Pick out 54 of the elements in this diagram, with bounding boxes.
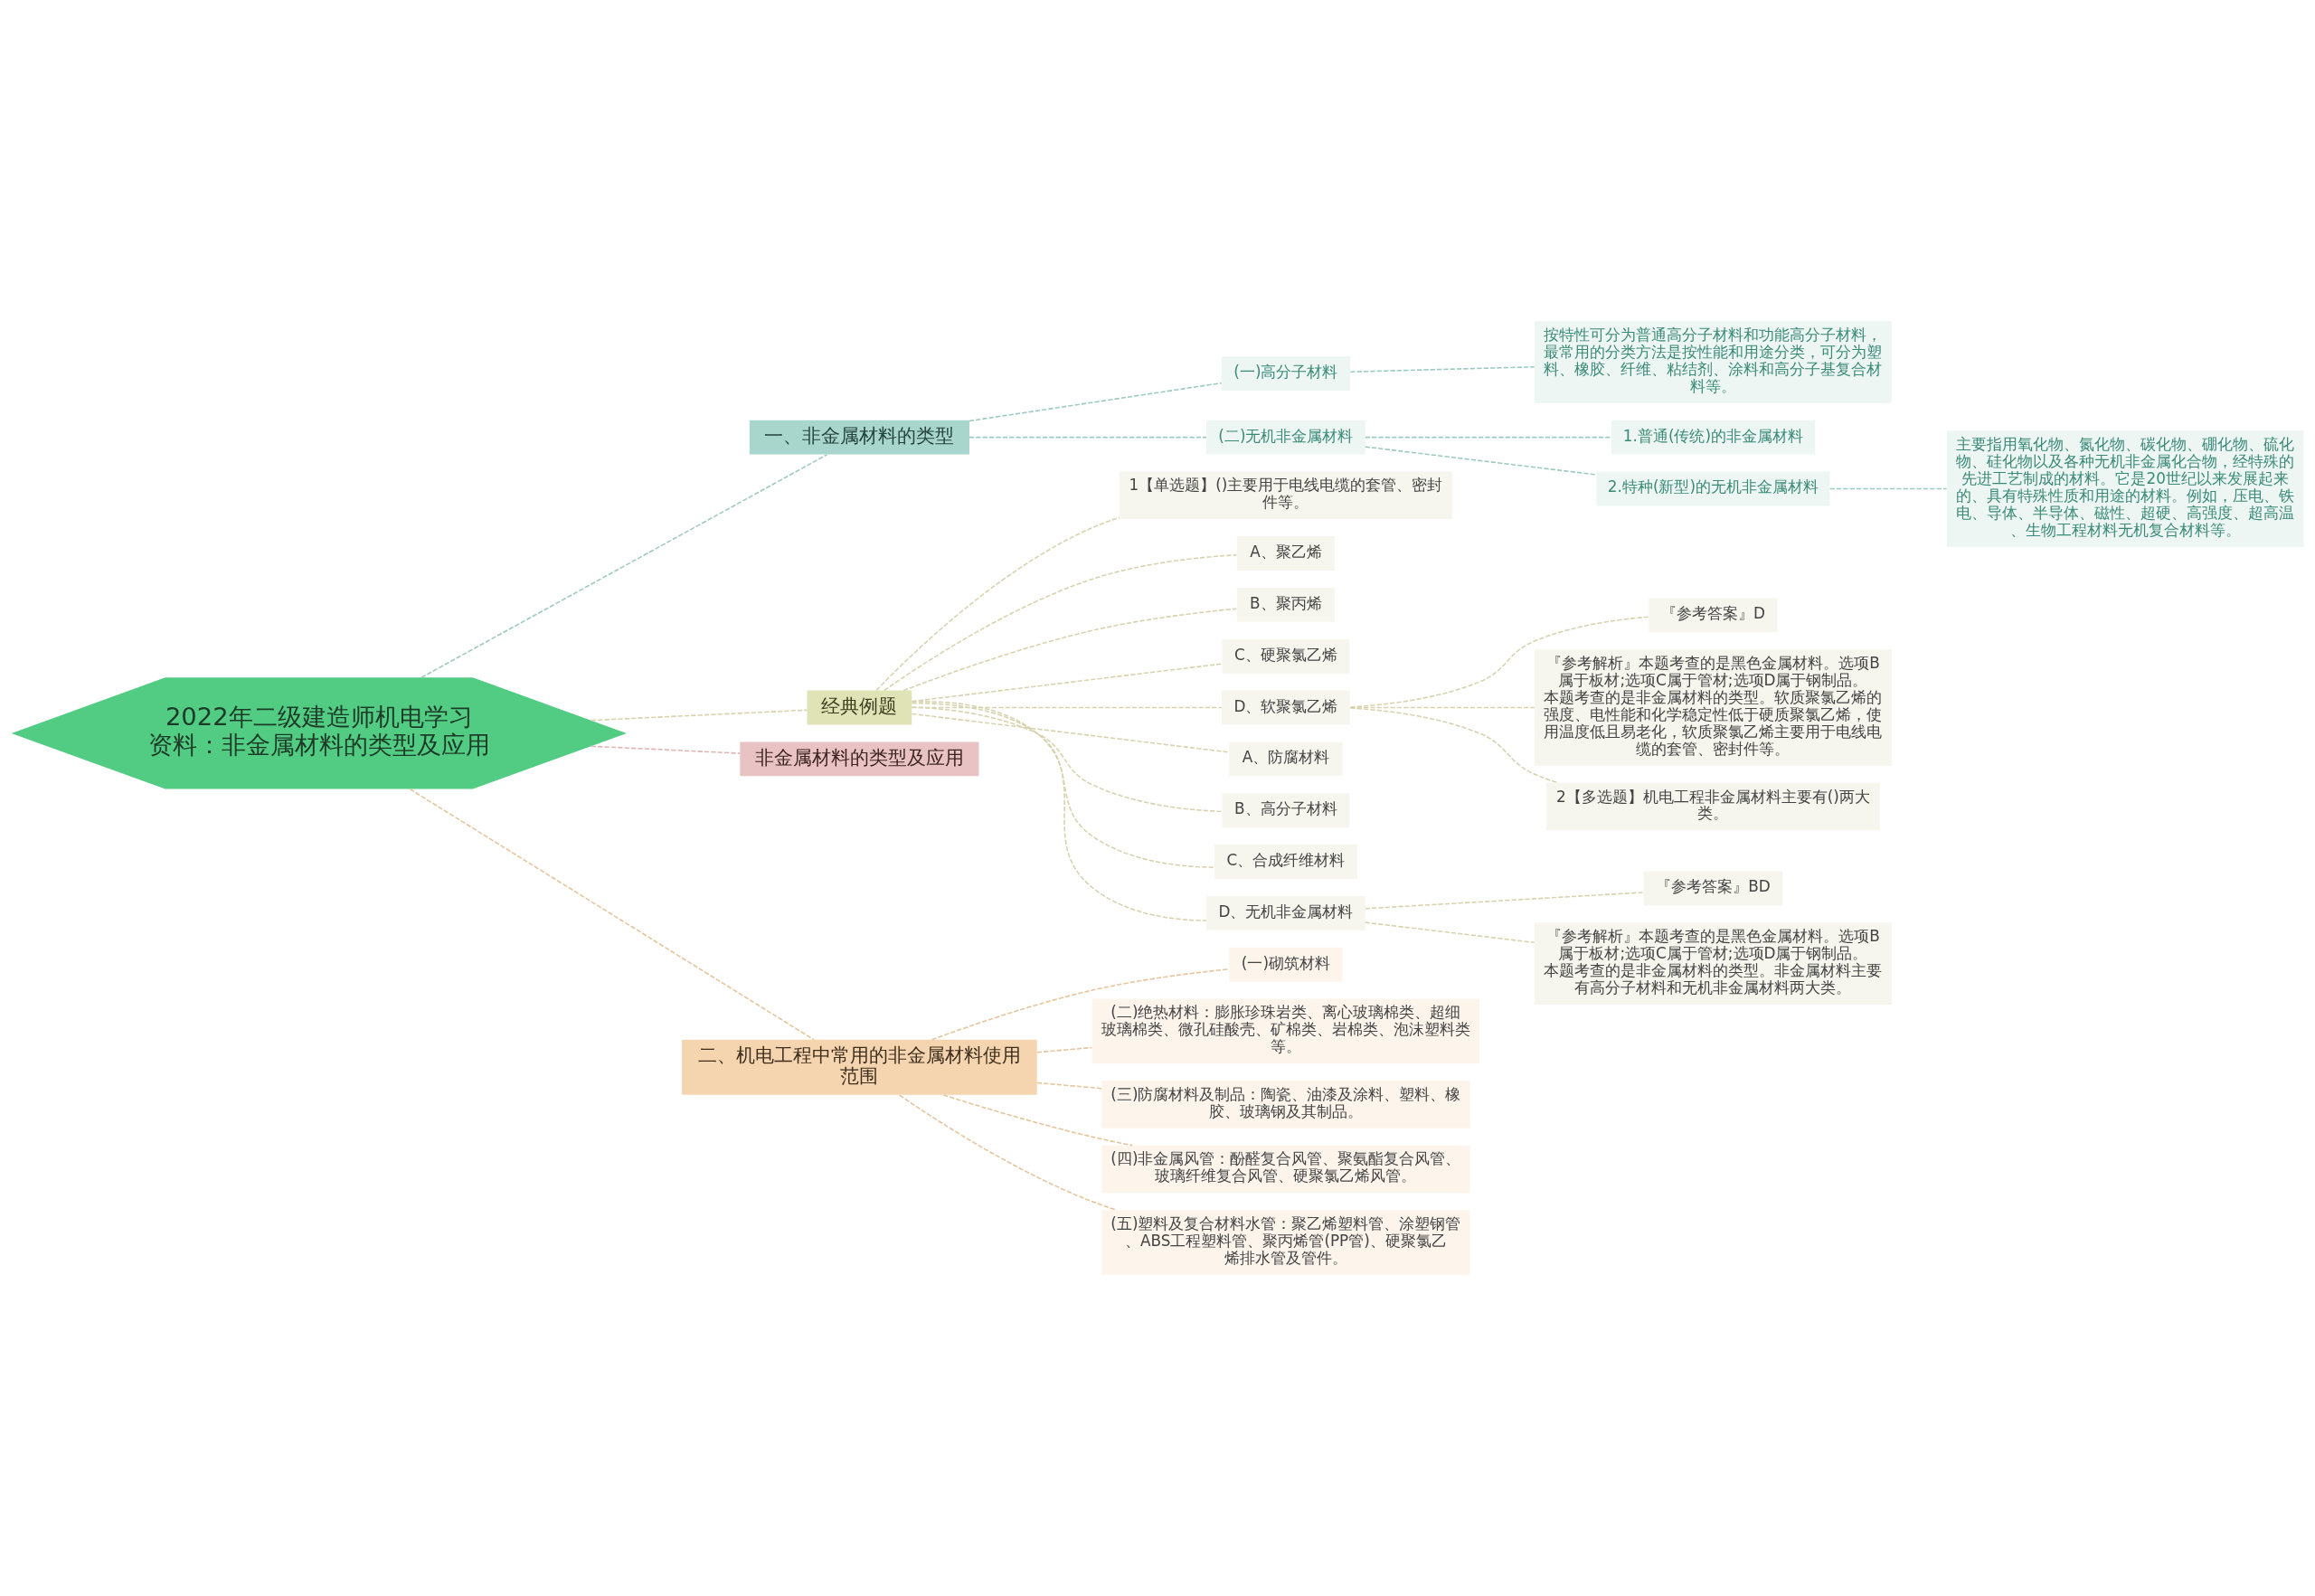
node-box: (三)防腐材料及制品：陶瓷、油漆及涂料、塑料、橡胶、玻璃钢及其制品。 (1101, 1081, 1470, 1129)
node-box: 二、机电工程中常用的非金属材料使用范围 (682, 1039, 1037, 1095)
node-box: 2【多选题】机电工程非金属材料主要有()两大类。 (1546, 782, 1880, 831)
node-box: (五)塑料及复合材料水管：聚乙烯塑料管、涂塑钢管、ABS工程塑料管、聚丙烯管(PP管)、硬聚氯乙烯排水管及管件。 (1101, 1210, 1470, 1275)
node-box: 非金属材料的类型及应用 (740, 741, 979, 777)
node-box: 主要指用氧化物、氮化物、碳化物、硼化物、硫化物、硅化物以及各种无机非金属化合物，经特殊的先进工艺制成的材料。它是20世纪以来发展起来的、具有特殊性质和用途的材料。例如，压电、铁电、导体、半导体、磁性、超硬、高强度、超高温、生物工程材料无机复合材料等。 (1946, 430, 2304, 547)
node-box: D、软聚氯乙烯 (1221, 690, 1350, 725)
connector (1365, 436, 1612, 439)
connector (590, 745, 742, 754)
node-box: 2.特种(新型)的无机非金属材料 (1596, 471, 1830, 506)
node-box: (四)非金属风管：酚醛复合风管、聚氨酯复合风管、玻璃纤维复合风管、硬聚氯乙烯风管。 (1101, 1145, 1470, 1194)
node-box: B、高分子材料 (1222, 793, 1350, 828)
node-box: 经典例题 (807, 690, 912, 725)
node-box: 一、非金属材料的类型 (749, 420, 969, 455)
node-box: 『参考解析』本题考查的是黑色金属材料。选项B属于板材;选项C属于管材;选项D属于钢制品。本题考查的是非金属材料的类型。非金属材料主要有高分子材料和无机非金属材料两大类。 (1535, 922, 1892, 1005)
connector (1349, 365, 1535, 373)
node-box: 『参考答案』BD (1643, 871, 1783, 906)
connector (1365, 921, 1535, 944)
connector (969, 436, 1207, 439)
connector (1365, 446, 1598, 476)
node-box: 『参考答案』D (1649, 598, 1778, 633)
node-box: A、防腐材料 (1229, 741, 1343, 777)
connector (1036, 1046, 1093, 1053)
node-box: (二)无机非金属材料 (1206, 420, 1365, 455)
connector (931, 968, 1230, 1041)
connector (902, 608, 1238, 692)
connector (1349, 616, 1649, 708)
node-box: B、聚丙烯 (1236, 587, 1336, 622)
connector (1365, 892, 1645, 910)
connector (911, 713, 1230, 753)
connector (875, 516, 1120, 692)
node-box: C、硬聚氯乙烯 (1222, 638, 1350, 674)
node-box: 1.普通(传统)的非金属材料 (1611, 420, 1816, 455)
connector (409, 788, 815, 1041)
connector (420, 453, 828, 678)
connector (969, 382, 1223, 422)
node-box: 『参考解析』本题考查的是黑色金属材料。选项B属于板材;选项C属于管材;选项D属于钢制品。本题考查的是非金属材料的类型。软质聚氯乙烯的强度、电性能和化学稳定性低于硬质聚氯乙烯，使用温度低且易老化，软质聚氯乙烯主要用于电线电缆的套管、密封件等。 (1535, 649, 1892, 766)
node-box: 1【单选题】()主要用于电线电缆的套管、密封件等。 (1119, 471, 1453, 520)
connector (911, 706, 1223, 813)
connector (942, 1094, 1133, 1147)
connector (1349, 707, 1558, 784)
connector (1036, 1081, 1102, 1090)
node-box: C、合成纤维材料 (1214, 845, 1357, 879)
node-box: D、无机非金属材料 (1206, 895, 1365, 930)
connector (911, 701, 1207, 921)
connector (1828, 487, 1948, 490)
node-box: A、聚乙烯 (1236, 536, 1336, 571)
node-box: (一)高分子材料 (1221, 356, 1350, 392)
connector (883, 553, 1238, 692)
connector (590, 709, 808, 722)
connector (898, 1094, 1118, 1211)
connector (911, 703, 1215, 868)
node-box: 按特性可分为普通高分子材料和功能高分子材料，最常用的分类方法是按性能和用途分类，可分为塑料、橡胶、纤维、粘结剂、涂料和高分子基复合材料等。 (1535, 321, 1892, 403)
node-box: (二)绝热材料：膨胀珍珠岩类、离心玻璃棉类、超细玻璃棉类、微孔硅酸壳、矿棉类、岩棉类、泡沫塑料类等。 (1091, 998, 1480, 1064)
